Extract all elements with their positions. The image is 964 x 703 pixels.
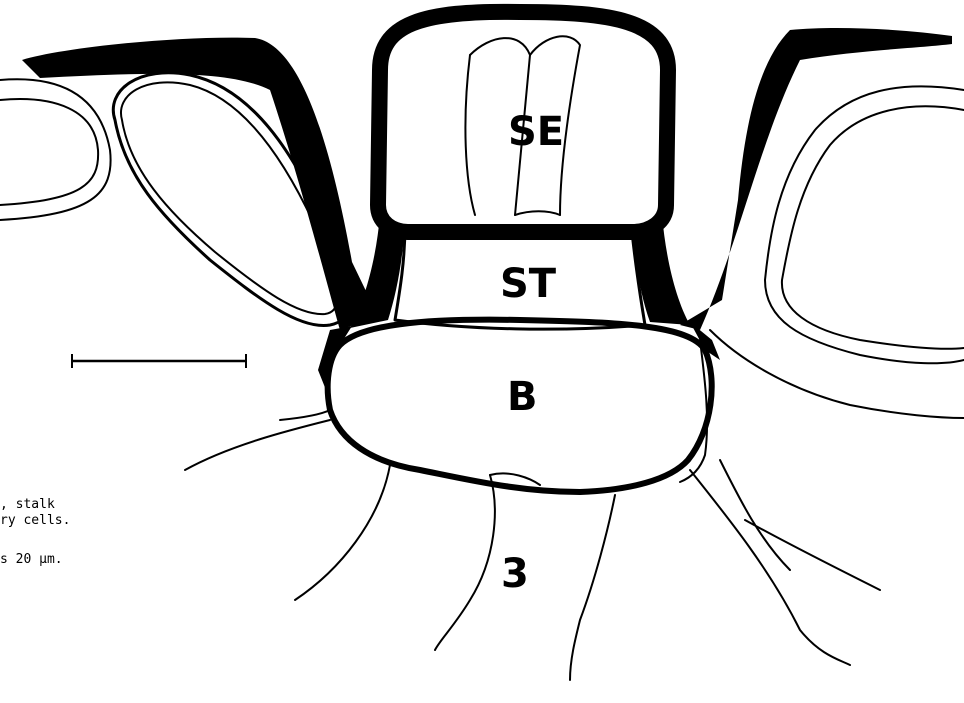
scale-bar: [72, 354, 246, 368]
cuticle-layer-left: [22, 38, 378, 330]
left-oil-cell: [113, 73, 350, 326]
label-stalk: ST: [500, 261, 557, 307]
cuticle-layer-right: [680, 28, 952, 330]
label-secretory: SE: [508, 109, 564, 155]
label-figure-number: 3: [501, 551, 529, 597]
caption-line-2: ry cells.: [0, 513, 70, 528]
label-basal: B: [507, 374, 538, 420]
caption-line-3: s 20 µm.: [0, 552, 63, 567]
caption-line-1: , stalk: [0, 497, 55, 512]
